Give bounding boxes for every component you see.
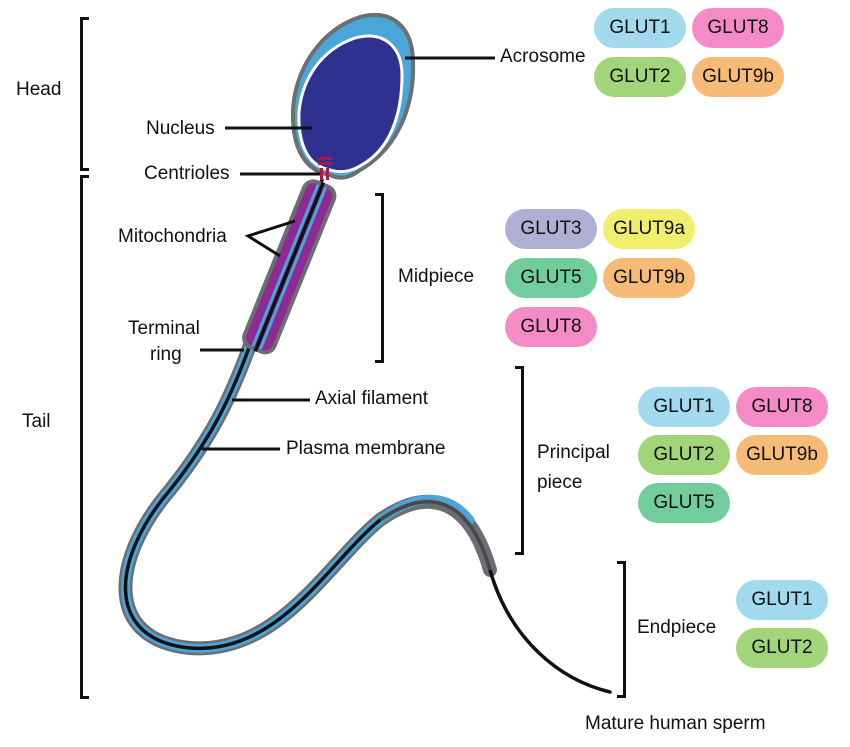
nucleus-shape — [297, 34, 404, 174]
glut-pill: GLUT1 — [638, 387, 730, 427]
tail-bracket — [80, 175, 89, 699]
glut-pill: GLUT1 — [736, 580, 828, 620]
tail-label: Tail — [22, 411, 51, 432]
mitochondria-label: Mitochondria — [118, 226, 227, 247]
glut-pill: GLUT3 — [505, 209, 597, 249]
glut-pill: GLUT8 — [736, 387, 828, 427]
endpiece-fade — [378, 499, 493, 571]
glut-pill: GLUT9a — [603, 209, 695, 249]
glut-pill: GLUT9b — [692, 57, 784, 97]
glut-pill: GLUT2 — [594, 57, 686, 97]
glut-pill: GLUT2 — [638, 435, 730, 475]
head-bracket — [80, 17, 89, 171]
glut-pill: GLUT5 — [505, 258, 597, 298]
caption: Mature human sperm — [585, 713, 766, 734]
principal-piece-bracket — [515, 366, 524, 555]
terminal-ring-label-1: Terminal — [128, 318, 200, 339]
nucleus-label: Nucleus — [146, 118, 215, 139]
head-label: Head — [16, 79, 62, 100]
acrosome-label: Acrosome — [500, 46, 586, 67]
glut-pill: GLUT2 — [736, 628, 828, 668]
principal-piece-label-1: Principal — [537, 442, 610, 463]
glut-pill: GLUT9b — [736, 435, 828, 475]
endpiece-bracket — [617, 561, 626, 698]
glut-pill: GLUT8 — [692, 8, 784, 48]
midpiece-label: Midpiece — [398, 266, 475, 287]
mitochondria-leader — [244, 219, 296, 258]
midpiece-shape — [242, 179, 337, 355]
axial-filament-line — [123, 178, 612, 694]
midpiece-bracket — [375, 193, 384, 363]
centrioles-shape — [318, 157, 332, 180]
glut-pill: GLUT8 — [505, 307, 597, 347]
axial-filament-label: Axial filament — [315, 388, 428, 409]
terminal-ring-label-2: ring — [150, 344, 182, 365]
glut-pill: GLUT9b — [603, 258, 695, 298]
plasma-membrane-label: Plasma membrane — [286, 438, 446, 459]
glut-pill: GLUT1 — [594, 8, 686, 48]
centrioles-label: Centrioles — [144, 163, 230, 184]
principal-piece-label-2: piece — [537, 472, 583, 493]
endpiece-label: Endpiece — [637, 617, 717, 638]
glut-pill: GLUT5 — [638, 483, 730, 523]
